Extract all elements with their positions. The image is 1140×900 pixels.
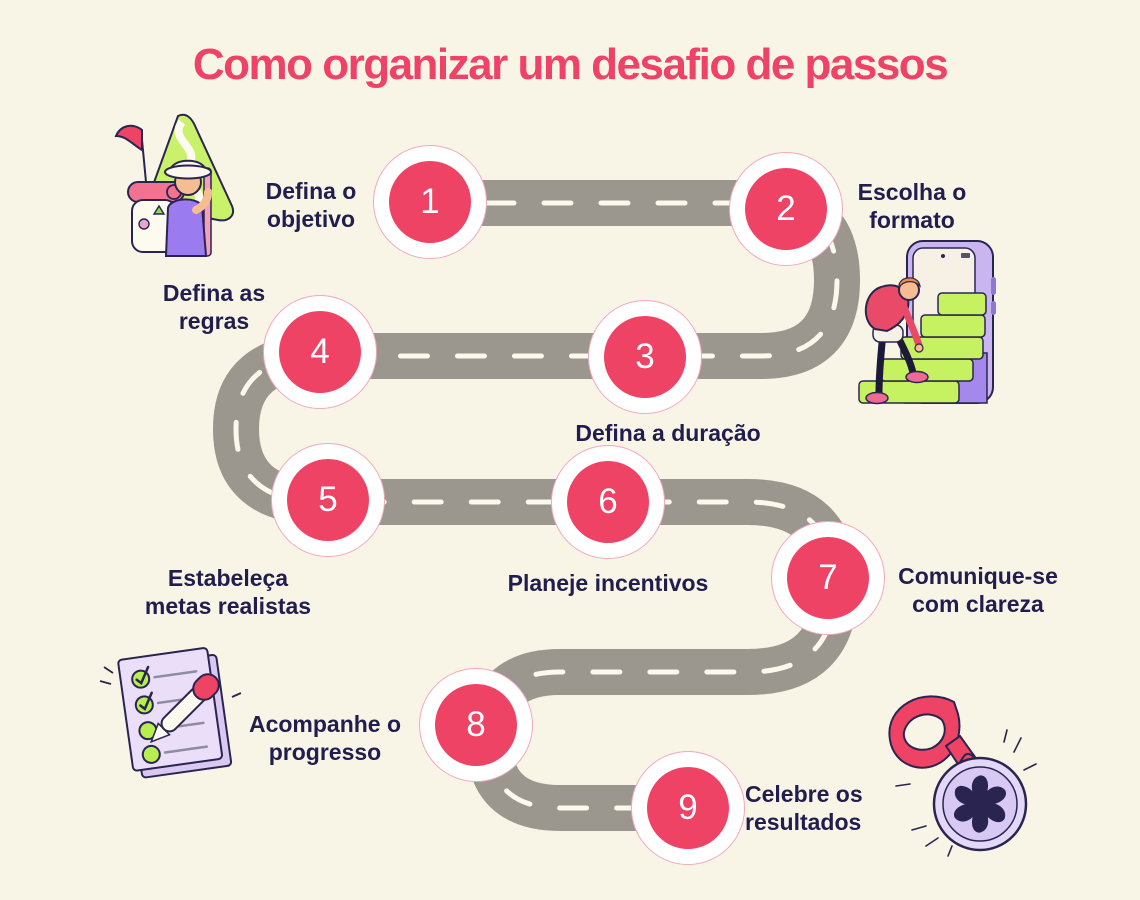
phone-camera-dot xyxy=(941,254,945,258)
step-4-circle: 4 xyxy=(263,295,377,409)
sparkle-rays xyxy=(895,729,1037,857)
step-1-label: Defina o objetivo xyxy=(265,177,357,232)
shoe-left xyxy=(865,391,889,405)
step-9-number-badge: 9 xyxy=(647,767,729,849)
person-leg-raised xyxy=(895,335,917,377)
backpack-badge xyxy=(138,218,150,230)
step-3-number: 3 xyxy=(635,337,655,376)
green-step-4 xyxy=(920,314,986,338)
step-8-label: Acompanhe o progresso xyxy=(248,710,402,765)
red-flag xyxy=(114,124,143,152)
step-4-number: 4 xyxy=(310,332,330,371)
pen xyxy=(149,673,220,744)
step-2-number: 2 xyxy=(776,189,796,228)
steps-phone-illustration xyxy=(858,240,996,405)
step-5-number-badge: 5 xyxy=(287,459,369,541)
check-mark-2 xyxy=(139,691,153,711)
step-2-number-badge: 2 xyxy=(745,168,827,250)
backpack-patch xyxy=(152,204,166,215)
step-2-circle: 2 xyxy=(729,152,843,266)
step-6-circle: 6 xyxy=(551,445,665,559)
step-6-number: 6 xyxy=(598,482,618,521)
phone-status-icon xyxy=(961,253,970,258)
shoe-right xyxy=(905,370,929,384)
step-1-number-badge: 1 xyxy=(389,161,471,243)
step-4-number-badge: 4 xyxy=(279,311,361,393)
ribbon-loop xyxy=(888,695,961,769)
hat-brim xyxy=(164,164,212,180)
pen-cap xyxy=(192,673,220,701)
list-line-1 xyxy=(153,670,198,679)
accent-dash-3 xyxy=(231,692,242,698)
step-7-number-badge: 7 xyxy=(787,537,869,619)
check-circle-4 xyxy=(141,744,161,764)
check-mark-1 xyxy=(135,665,150,686)
step-6-number-badge: 6 xyxy=(567,461,649,543)
person-hair xyxy=(898,277,921,289)
step-3-label: Defina a duração xyxy=(575,419,761,446)
medal-illustration xyxy=(888,695,1037,857)
step-5-circle: 5 xyxy=(271,443,385,557)
page-title: Como organizar um desafio de passos xyxy=(192,40,949,89)
step-1-circle: 1 xyxy=(373,145,487,259)
step-8-number-badge: 8 xyxy=(435,684,517,766)
list-line-4 xyxy=(163,745,208,754)
phone-side-button-2 xyxy=(991,301,996,315)
hiker-arm xyxy=(192,188,212,214)
green-step-5 xyxy=(937,292,987,316)
person-hand xyxy=(914,343,924,353)
hiker-illustration xyxy=(114,113,234,257)
step-9-number: 9 xyxy=(678,788,698,827)
accent-dash-2 xyxy=(99,680,112,685)
step-1-number: 1 xyxy=(420,182,440,221)
step-6-label: Planeje incentivos xyxy=(507,569,709,596)
step-7-circle: 7 xyxy=(771,521,885,635)
step-5-number: 5 xyxy=(318,480,338,519)
medal-swirl xyxy=(953,775,1007,833)
step-8-number: 8 xyxy=(466,705,486,744)
step-3-circle: 3 xyxy=(588,300,702,414)
step-4-label: Defina as regras xyxy=(162,279,266,334)
step-8-circle: 8 xyxy=(419,668,533,782)
green-step-3 xyxy=(900,336,984,360)
accent-dash-1 xyxy=(103,666,114,674)
checklist-illustration xyxy=(99,647,242,779)
step-3-number-badge: 3 xyxy=(604,316,686,398)
step-5-label: Estabeleça metas realistas xyxy=(144,564,312,619)
step-2-label: Escolha o formato xyxy=(857,178,967,233)
person-arm xyxy=(899,301,923,349)
step-9-label: Celebre os resultados xyxy=(745,780,863,835)
step-9-circle: 9 xyxy=(631,751,745,865)
step-7-label: Comunique-se com clareza xyxy=(898,562,1058,617)
phone-side-button xyxy=(991,277,996,295)
step-7-number: 7 xyxy=(818,558,838,597)
